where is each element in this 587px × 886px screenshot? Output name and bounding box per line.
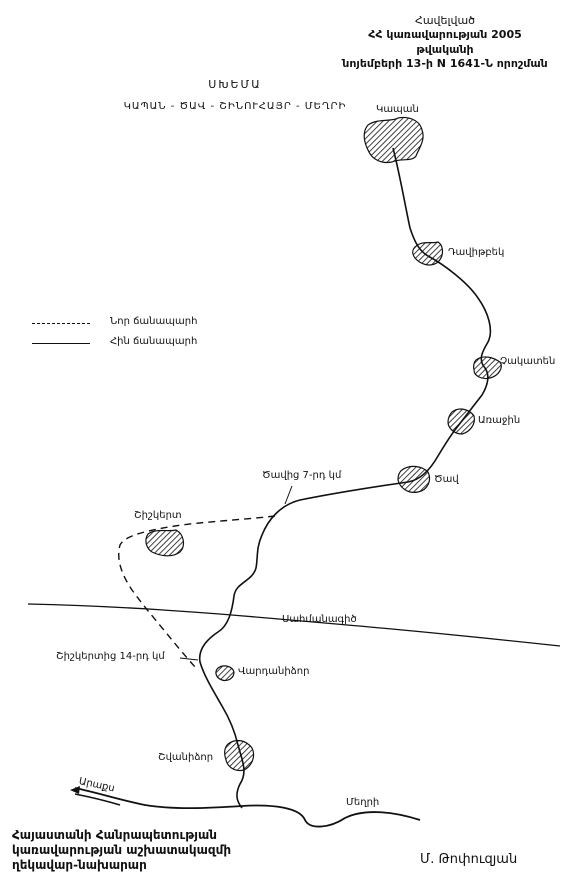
settlement-vardanidzor bbox=[215, 665, 235, 682]
label-shishkert: Շիշկերտ bbox=[134, 510, 182, 521]
shishkert-km-leader bbox=[179, 657, 199, 661]
label-vardanidzor: Վարդանիձոր bbox=[238, 666, 310, 677]
footer-org-line-2: կառավարության աշխատակազմի bbox=[12, 843, 232, 857]
label-shvanidzor: Շվանիձոր bbox=[158, 752, 214, 763]
settlement-shishkert bbox=[145, 529, 185, 557]
label-meghri: Մեղրի bbox=[346, 797, 380, 808]
approval-word: Հավելված bbox=[414, 14, 476, 27]
legend-existing-label: Հին ճանապարհ bbox=[110, 336, 198, 347]
legend-existing-swatch bbox=[32, 343, 90, 344]
route-title: ԿԱՊԱՆ - ԾԱՎ - ՇԻՆՈՒՀԱՅՐ - ՄԵՂՐԻ bbox=[123, 101, 347, 113]
existing-road-line bbox=[198, 147, 492, 809]
settlement-shvanidzor bbox=[224, 739, 255, 772]
planned-road-line bbox=[118, 515, 276, 671]
footer-org-line-1: Հայաստանի Հանրապետության bbox=[12, 828, 217, 842]
settlement-tsav bbox=[397, 465, 431, 493]
araks-river bbox=[74, 787, 421, 828]
approval-line-1: ՀՀ կառավարության 2005 թվականի bbox=[368, 28, 522, 56]
tsav-km-leader bbox=[284, 485, 293, 505]
approval-line-2: նոյեմբերի 13-ի N 1641-Ն որոշման bbox=[342, 56, 548, 70]
footer-org-line-3: ղեկավար-նախարար bbox=[12, 858, 147, 872]
label-araksh: Առաջին bbox=[478, 415, 521, 426]
settlement-chakaten bbox=[473, 356, 502, 380]
settlement-araksh bbox=[447, 408, 475, 435]
settlement-kapan bbox=[363, 116, 424, 164]
label-davitbek: Դավիթբեկ bbox=[448, 247, 505, 258]
approval-header: Հավելված ՀՀ կառավարության 2005 թվականի ն… bbox=[340, 14, 550, 71]
border-line bbox=[27, 603, 561, 647]
araks-arrow-icon bbox=[70, 786, 80, 794]
araks-river-bank bbox=[74, 793, 121, 806]
footer-signature: Մ. Թոփուզյան bbox=[420, 852, 518, 867]
map-title: ՍԽԵՄԱ ԿԱՊԱՆ - ԾԱՎ - ՇԻՆՈՒՀԱՅՐ - ՄԵՂՐԻ bbox=[120, 78, 350, 113]
label-kapan: Կապան bbox=[376, 104, 419, 115]
legend-planned-swatch bbox=[32, 323, 90, 324]
scheme-title: ՍԽԵՄԱ bbox=[208, 78, 262, 91]
settlement-davitbek bbox=[412, 241, 444, 266]
label-chakaten: Չակատեն bbox=[500, 356, 556, 367]
label-shishkert-km: Շիշկերտից 14-րդ կմ bbox=[56, 651, 165, 662]
footer-organization: Հայաստանի Հանրապետության կառավարության ա… bbox=[12, 828, 231, 873]
label-border: Սահմանագիծ bbox=[282, 614, 357, 625]
label-tsav: Ծավ bbox=[434, 474, 459, 485]
label-tsav-km: Ծավից 7-րդ կմ bbox=[262, 470, 342, 481]
legend-planned-label: Նոր ճանապարհ bbox=[110, 316, 198, 327]
